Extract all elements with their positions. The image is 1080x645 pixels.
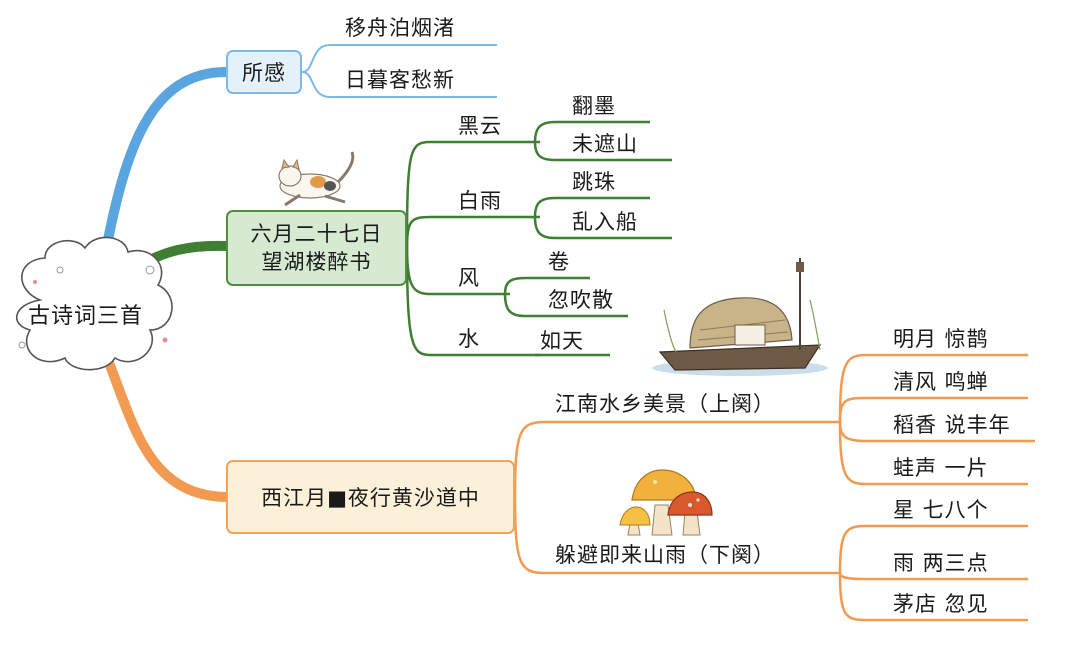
branch-line	[533, 141, 672, 162]
branch-line	[838, 421, 1028, 486]
center-cloud	[15, 236, 173, 371]
leaf-label: 星 七八个	[893, 498, 989, 522]
node-suogan-label: 所感	[242, 61, 286, 85]
leaf-label: 移舟泊烟渚	[345, 16, 455, 40]
branch-line	[503, 293, 628, 318]
node-wanghulou-line2: 望湖楼醉书	[261, 250, 372, 274]
branch-line	[301, 71, 497, 98]
cat-illustration	[278, 151, 355, 207]
node-xijiangyue-label: 西江月■夜行黄沙道中	[261, 486, 480, 510]
leaf-label: 翻墨	[572, 94, 616, 118]
leaf-label: 蛙声 一片	[893, 456, 989, 480]
node-wanghulou[interactable]: 六月二十七日 望湖楼醉书	[226, 210, 407, 286]
leaf-label: 稻香 说丰年	[893, 413, 1011, 437]
trunk-blue	[100, 67, 231, 260]
branch-line	[301, 44, 497, 73]
leaf-label: 日暮客愁新	[345, 68, 455, 92]
leaf-label: 未遮山	[572, 132, 638, 156]
center-title: 古诗词三首	[28, 304, 144, 329]
boat-illustration	[652, 258, 828, 376]
node-wanghulou-line1: 六月二十七日	[250, 221, 383, 246]
branch-line	[405, 245, 540, 357]
leaf-label: 卷	[548, 250, 570, 274]
branch-line	[838, 524, 1028, 574]
branch-line	[503, 276, 590, 295]
branch-line	[533, 216, 672, 240]
branch-line	[533, 120, 650, 143]
mushrooms-illustration	[619, 469, 713, 536]
leaf-label: 乱入船	[572, 210, 638, 234]
branch-label: 江南水乡美景（上阕）	[555, 392, 775, 416]
leaf-label: 跳珠	[572, 170, 616, 194]
branch-line	[513, 496, 840, 575]
branch-line	[405, 215, 540, 247]
branch-label: 白雨	[458, 189, 502, 213]
branch-line	[838, 572, 1028, 622]
branch-line	[405, 140, 540, 247]
trunk-orange	[103, 355, 231, 502]
branch-label: 风	[458, 266, 480, 290]
branch-line	[838, 353, 1028, 423]
node-xijiangyue[interactable]: 西江月■夜行黄沙道中	[226, 460, 515, 534]
branch-label: 黑云	[458, 114, 502, 138]
branch-line	[838, 396, 1028, 423]
leaf-label: 清风 鸣蝉	[893, 370, 989, 394]
leaf-label: 明月 惊鹊	[893, 327, 989, 351]
branch-line	[533, 196, 650, 218]
node-suogan[interactable]: 所感	[226, 50, 302, 94]
leaf-label: 茅店 忽见	[893, 592, 989, 616]
branch-label: 躲避即来山雨（下阕）	[555, 543, 775, 567]
leaf-label: 雨 两三点	[893, 551, 989, 575]
branch-line	[513, 420, 840, 498]
leaf-label: 忽吹散	[548, 288, 614, 312]
leaf-label: 如天	[540, 329, 584, 353]
branch-label: 水	[458, 327, 480, 351]
